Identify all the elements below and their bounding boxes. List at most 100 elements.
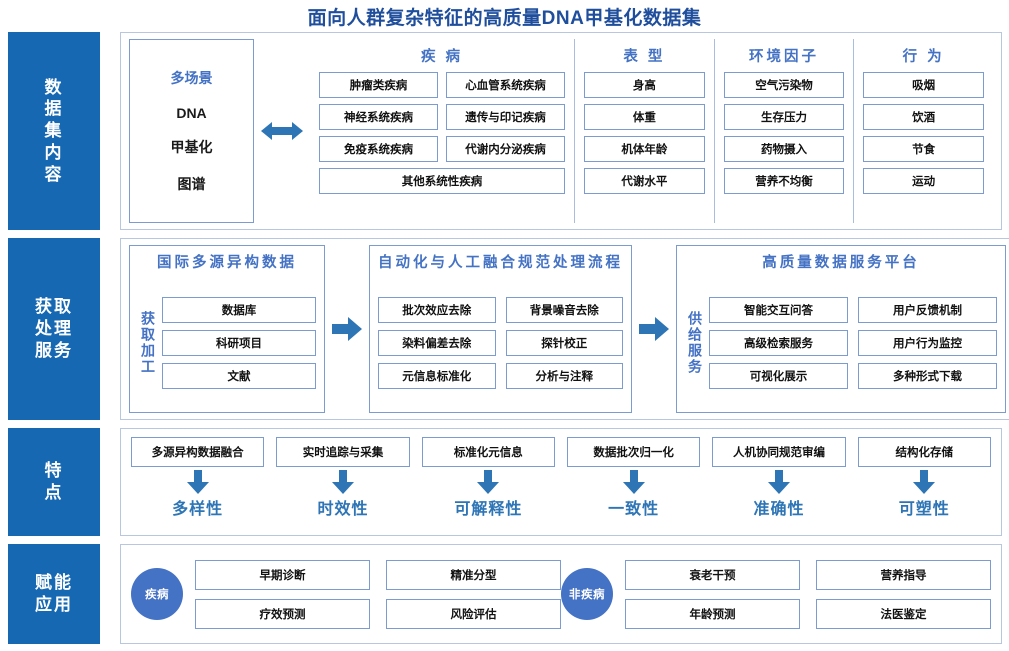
arrow-down-icon [476, 470, 500, 494]
item-box[interactable]: 用户行为监控 [858, 329, 997, 356]
band-label-char: 容 [44, 164, 64, 184]
item-box[interactable]: 衰老干预 [625, 559, 800, 590]
item-box[interactable]: 年龄预测 [625, 598, 800, 629]
feature-column: 标准化元信息 可解释性 [421, 437, 555, 527]
item-box[interactable]: 智能交互问答 [709, 296, 848, 323]
band-label-line: 应用 [35, 595, 73, 614]
item-box[interactable]: 运动 [863, 168, 985, 194]
item-box[interactable]: 药物摄入 [723, 136, 845, 162]
item-box[interactable]: 数据批次归一化 [566, 437, 701, 467]
item-box[interactable]: 生存压力 [723, 104, 845, 130]
band-dataset-content: 数 据 集 内 容 多场景 DNA 甲基化 图谱 疾 病 [8, 32, 1002, 230]
column-title-behavior: 行 为 [902, 49, 945, 65]
feature-word: 可塑性 [898, 501, 950, 518]
item-box[interactable]: 节食 [863, 136, 985, 162]
item-box[interactable]: 结构化存储 [857, 437, 991, 467]
panel-data-service-platform: 高质量数据服务平台 供给服务 智能交互问答 用户反馈机制 高级检索服务 用户行为… [676, 245, 1006, 413]
band-body-dataset-content: 多场景 DNA 甲基化 图谱 疾 病 肿瘤类疾病 心血管系统疾病 [120, 32, 1002, 230]
feature-word: 多样性 [172, 501, 224, 518]
item-box[interactable]: 背景噪音去除 [505, 296, 623, 323]
double-arrow-horizontal-icon [254, 39, 310, 223]
item-box[interactable]: 营养指导 [816, 559, 991, 590]
dna-label: DNA [176, 104, 207, 121]
application-group-disease: 疾病 早期诊断 精准分型 疗效预测 风险评估 [131, 559, 561, 629]
category-columns: 疾 病 肿瘤类疾病 心血管系统疾病 神经系统疾病 遗传与印记疾病 免疫系统疾病 [310, 39, 993, 223]
item-box[interactable]: 标准化元信息 [421, 437, 555, 467]
item-box[interactable]: 心血管系统疾病 [446, 72, 565, 98]
item-box[interactable]: 探针校正 [505, 329, 623, 356]
band-features: 特 点 多源异构数据融合 多样性 实时追踪与采集 时效性 [8, 428, 1002, 536]
item-box[interactable]: 实时追踪与采集 [276, 437, 410, 467]
item-box[interactable]: 免疫系统疾病 [319, 136, 438, 162]
column-title-disease: 疾 病 [420, 49, 464, 65]
item-box[interactable]: 可视化展示 [709, 362, 848, 389]
band-body-applications: 疾病 早期诊断 精准分型 疗效预测 风险评估 非疾病 衰老干预 [120, 544, 1002, 644]
arrow-right-icon [325, 245, 369, 413]
item-box[interactable]: 元信息标准化 [378, 362, 496, 389]
vertical-label-supply-service: 供给服务 [687, 310, 703, 375]
feature-column: 人机协同规范审编 准确性 [712, 437, 846, 527]
item-box[interactable]: 多种形式下载 [858, 362, 997, 389]
column-phenotype: 表 型 身高 体重 机体年龄 代谢水平 [575, 39, 715, 223]
band-label-line: 服务 [35, 340, 73, 360]
item-box[interactable]: 批次效应去除 [378, 296, 496, 323]
column-environment: 环境因子 空气污染物 生存压力 药物摄入 营养不均衡 [715, 39, 855, 223]
feature-column: 实时追踪与采集 时效性 [276, 437, 410, 527]
item-box[interactable]: 多源异构数据融合 [131, 437, 265, 467]
atlas-label: 图谱 [177, 175, 206, 192]
item-box[interactable]: 代谢水平 [584, 168, 705, 194]
item-box[interactable]: 营养不均衡 [723, 168, 845, 194]
item-box[interactable]: 染料偏差去除 [378, 329, 496, 356]
item-box[interactable]: 法医鉴定 [816, 598, 991, 629]
feature-column: 多源异构数据融合 多样性 [131, 437, 265, 527]
band-label-char: 特 [44, 461, 64, 481]
item-box[interactable]: 科研项目 [162, 329, 316, 356]
arrow-right-icon [632, 245, 676, 413]
column-disease: 疾 病 肿瘤类疾病 心血管系统疾病 神经系统疾病 遗传与印记疾病 免疫系统疾病 [310, 39, 575, 223]
arrow-down-icon [622, 470, 646, 494]
arrow-down-icon [912, 470, 936, 494]
panel-title-international-data: 国际多源异构数据 [157, 255, 297, 271]
column-title-environment: 环境因子 [749, 49, 819, 65]
item-box[interactable]: 肿瘤类疾病 [319, 72, 438, 98]
item-box[interactable]: 风险评估 [386, 598, 561, 629]
band-label-char: 数 [44, 77, 64, 97]
item-box[interactable]: 代谢内分泌疾病 [446, 136, 565, 162]
item-box[interactable]: 早期诊断 [195, 559, 370, 590]
application-group-non-disease: 非疾病 衰老干预 营养指导 年龄预测 法医鉴定 [561, 559, 991, 629]
item-box[interactable]: 体重 [584, 104, 705, 130]
methylation-label: 甲基化 [170, 139, 213, 156]
item-box[interactable]: 吸烟 [863, 72, 985, 98]
band-acquire-process-service: 获取 处理 服务 国际多源异构数据 获取加工 数据库 科研项目 文献 [8, 238, 1009, 420]
item-box[interactable]: 神经系统疾病 [319, 104, 438, 130]
band-label-char: 据 [44, 99, 64, 119]
panel-processing-workflow: 自动化与人工融合规范处理流程 批次效应去除 背景噪音去除 染料偏差去除 探针校正… [369, 245, 632, 413]
item-box[interactable]: 高级检索服务 [709, 329, 848, 356]
item-box[interactable]: 分析与注释 [505, 362, 623, 389]
item-box[interactable]: 空气污染物 [723, 72, 845, 98]
feature-word: 准确性 [753, 501, 805, 518]
feature-word: 时效性 [317, 501, 369, 518]
item-box[interactable]: 机体年龄 [584, 136, 705, 162]
item-box[interactable]: 身高 [584, 72, 705, 98]
item-box[interactable]: 其他系统性疾病 [319, 168, 565, 194]
item-box[interactable]: 疗效预测 [195, 598, 370, 629]
band-body-features: 多源异构数据融合 多样性 实时追踪与采集 时效性 标准化元信息 [120, 428, 1002, 536]
feature-column: 结构化存储 可塑性 [857, 437, 991, 527]
circle-badge-disease: 疾病 [131, 568, 183, 620]
item-box[interactable]: 用户反馈机制 [858, 296, 997, 323]
band-label-char: 点 [44, 483, 64, 502]
arrow-down-icon [186, 470, 210, 494]
band-body-acquire-process-service: 国际多源异构数据 获取加工 数据库 科研项目 文献 自动化与人工融合规范处理流程 [120, 238, 1009, 420]
arrow-down-icon [767, 470, 791, 494]
item-box[interactable]: 数据库 [162, 296, 316, 323]
item-box[interactable]: 人机协同规范审编 [712, 437, 846, 467]
item-box[interactable]: 遗传与印记疾病 [446, 104, 565, 130]
item-box[interactable]: 文献 [162, 362, 316, 389]
item-box[interactable]: 饮酒 [863, 104, 985, 130]
feature-column: 数据批次归一化 一致性 [566, 437, 701, 527]
item-box[interactable]: 精准分型 [386, 559, 561, 590]
multi-scenario-label: 多场景 [170, 70, 213, 87]
band-label-features: 特 点 [8, 428, 100, 536]
